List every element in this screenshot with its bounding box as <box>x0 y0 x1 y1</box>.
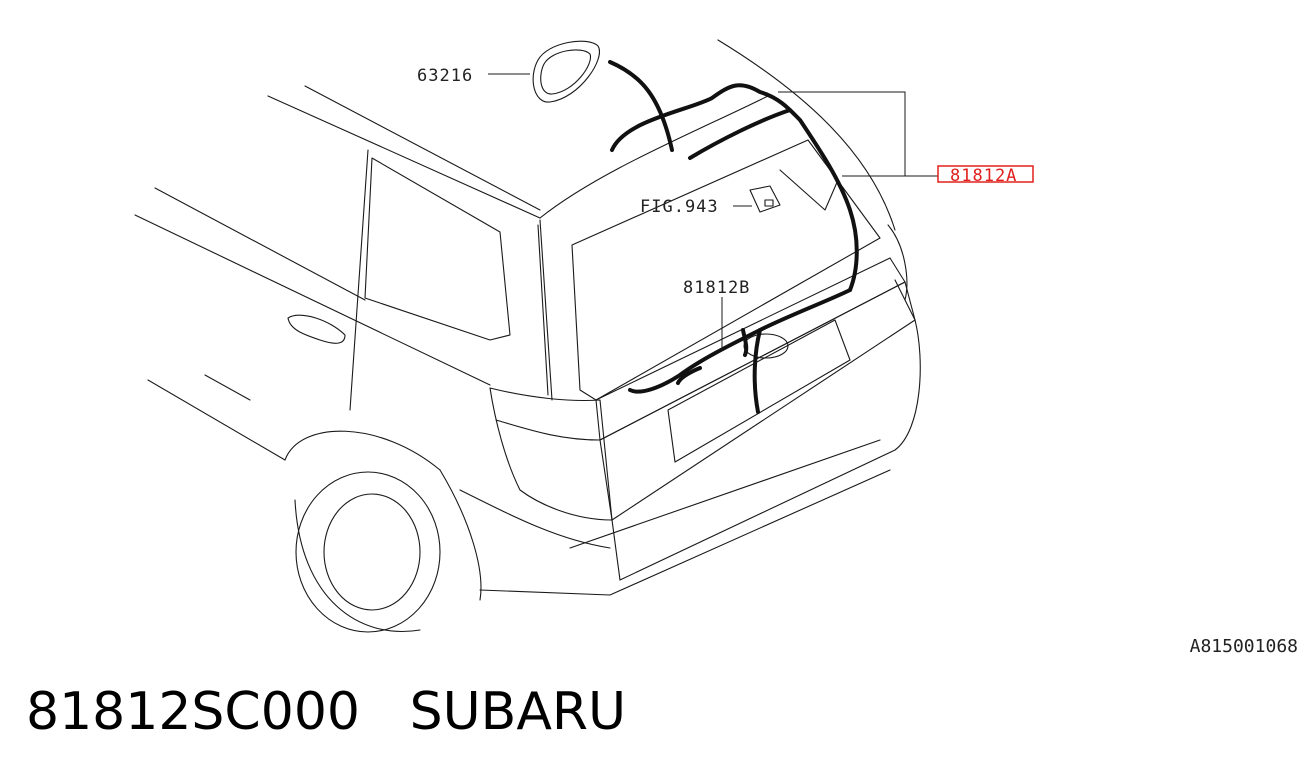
label-81812b: 81812B <box>683 278 750 298</box>
label-fig-943: FIG.943 <box>640 197 719 217</box>
caption: 81812SC000 SUBARU <box>26 682 626 742</box>
label-63216: 63216 <box>417 66 473 86</box>
label-81812a: 81812A <box>950 166 1017 186</box>
clip-connector <box>749 185 781 213</box>
part-number: 81812SC000 <box>26 682 360 742</box>
grommet <box>532 40 600 103</box>
vehicle-outline <box>134 39 921 633</box>
drawing-code: A815001068 <box>1189 636 1298 657</box>
brand-name: SUBARU <box>409 682 627 742</box>
highlight-box-81812a <box>937 165 1034 183</box>
leader-lines <box>488 73 938 350</box>
wire-harness <box>608 60 859 414</box>
